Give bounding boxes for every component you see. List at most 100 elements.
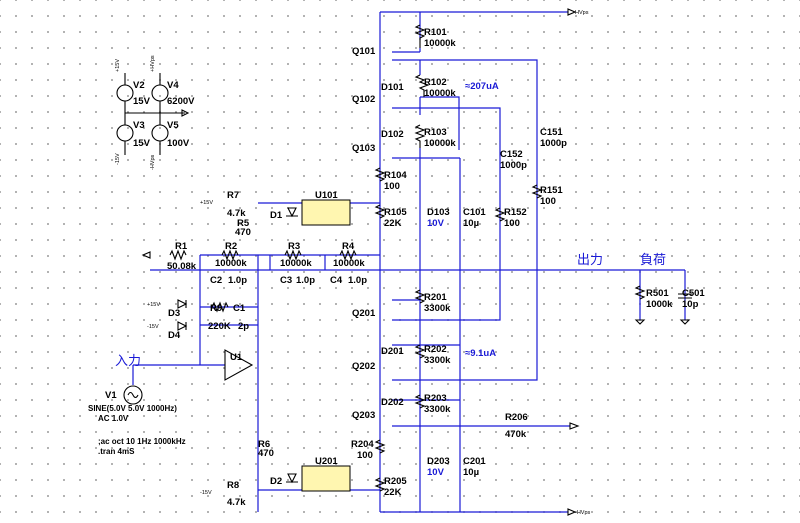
c152-value: 1000p xyxy=(500,160,527,171)
r1-value: 50.08k xyxy=(167,261,197,272)
r6-value: 470 xyxy=(258,448,274,459)
d103-value: 10V xyxy=(427,218,445,229)
r4-value: 10000k xyxy=(333,258,365,269)
r102-value: 10000k xyxy=(424,88,456,99)
u101-label: U101 xyxy=(315,190,338,201)
r2-value: 10000k xyxy=(215,258,247,269)
r102-label: R102 xyxy=(424,77,447,88)
v3-source xyxy=(116,124,134,142)
c501-capacitor xyxy=(678,293,692,299)
r152-value: 100 xyxy=(504,218,520,229)
current-lower-measure: ≈9.1uA xyxy=(465,348,496,359)
input-label: 入力 xyxy=(115,354,141,369)
r6-label: R6 xyxy=(258,439,270,450)
v5-value: 100V xyxy=(167,138,190,149)
d4-label: D4 xyxy=(168,330,181,341)
feedback-resistors xyxy=(169,249,357,313)
v1-value: SINE(5.0V 5.0V 1000Hz) xyxy=(88,404,177,413)
r501-value: 1000k xyxy=(646,299,673,310)
r151-label: R151 xyxy=(540,185,563,196)
r4-label: R4 xyxy=(342,241,355,252)
v3-label: V3 xyxy=(133,120,145,131)
d101-label: D101 xyxy=(381,82,404,93)
d4-diode xyxy=(177,321,188,331)
r3-value: 10000k xyxy=(280,258,312,269)
c2-value: 1.0p xyxy=(228,275,247,286)
d201-label: D201 xyxy=(381,346,404,357)
v2-top-net: +15V xyxy=(115,59,121,72)
r103-value: 10000k xyxy=(424,138,456,149)
d202-label: D202 xyxy=(381,397,404,408)
v3-bottom-net: -15V xyxy=(115,153,121,165)
d102-label: D102 xyxy=(381,129,404,140)
q102-label: Q102 xyxy=(352,94,375,105)
r202-value: 3300k xyxy=(424,355,451,366)
supply-sources xyxy=(116,73,190,155)
spice-ac-directive: ;ac oct 10 1Hz 1000kHz xyxy=(98,437,186,446)
r151-value: 100 xyxy=(540,196,556,207)
c201-value: 10µ xyxy=(463,467,479,478)
r7-label: R7 xyxy=(227,190,239,201)
c151-value: 1000p xyxy=(540,138,567,149)
d1-label: D1 xyxy=(270,210,283,221)
c4-value: 1.0p xyxy=(348,275,367,286)
r104-value: 100 xyxy=(384,181,400,192)
v2-source xyxy=(116,84,134,102)
c3-label: C3 xyxy=(280,275,292,286)
r8-net: -15V xyxy=(200,490,212,496)
v1-ac: AC 1.0V xyxy=(98,414,129,423)
r205-value: 22K xyxy=(384,487,402,498)
d3-diode xyxy=(177,299,188,309)
r104-label: R104 xyxy=(384,170,407,181)
v5-bottom-net: -HVps xyxy=(150,154,156,170)
c1-value: 2p xyxy=(238,321,249,332)
q203-label: Q203 xyxy=(352,410,375,421)
r101-value: 10000k xyxy=(424,38,456,49)
v4-top-net: +HVps xyxy=(150,55,156,72)
c101-label: C101 xyxy=(463,207,486,218)
load-label: 負荷 xyxy=(640,253,666,268)
c152-label: C152 xyxy=(500,149,523,160)
c4-label: C4 xyxy=(330,275,343,286)
r103-label: R103 xyxy=(424,127,447,138)
r202-label: R202 xyxy=(424,344,447,355)
v4-value: 6200V xyxy=(167,96,195,107)
d203-value: 10V xyxy=(427,467,445,478)
v5-label: V5 xyxy=(167,120,179,131)
r203-label: R203 xyxy=(424,393,447,404)
d3-label: D3 xyxy=(168,308,180,319)
r7-value: 4.7k xyxy=(227,208,246,219)
r201-label: R201 xyxy=(424,292,447,303)
c501-value: 10p xyxy=(682,299,699,310)
r101-label: R101 xyxy=(424,27,447,38)
d103-label: D103 xyxy=(427,207,450,218)
r152-label: R152 xyxy=(504,207,527,218)
c501-label: C501 xyxy=(682,288,705,299)
r5-value: 470 xyxy=(235,227,251,238)
r8-label: R8 xyxy=(227,480,239,491)
c1-label: C1 xyxy=(233,303,246,314)
d3-net: +15V xyxy=(147,302,160,308)
r204-label: R204 xyxy=(351,439,374,450)
c151-label: C151 xyxy=(540,127,563,138)
d1-diode xyxy=(286,207,298,218)
upper-resistors xyxy=(374,24,543,222)
r206-flag xyxy=(569,422,580,430)
r2-label: R2 xyxy=(225,241,237,252)
u201-optocoupler xyxy=(301,465,351,492)
r206-value: 470k xyxy=(505,429,527,440)
d203-label: D203 xyxy=(427,456,450,467)
u1-opamp xyxy=(224,349,254,381)
v3-value: 15V xyxy=(133,138,151,149)
lower-resistors xyxy=(374,285,646,492)
v4-source xyxy=(151,84,169,102)
load-grounds xyxy=(634,319,691,325)
r3-label: R3 xyxy=(288,241,300,252)
q201-label: Q201 xyxy=(352,308,376,319)
c3-value: 1.0p xyxy=(296,275,315,286)
q103-label: Q103 xyxy=(352,143,375,154)
r201-value: 3300k xyxy=(424,303,451,314)
d2-diode xyxy=(286,473,298,484)
rail-hvps-label: HVps xyxy=(575,10,589,16)
